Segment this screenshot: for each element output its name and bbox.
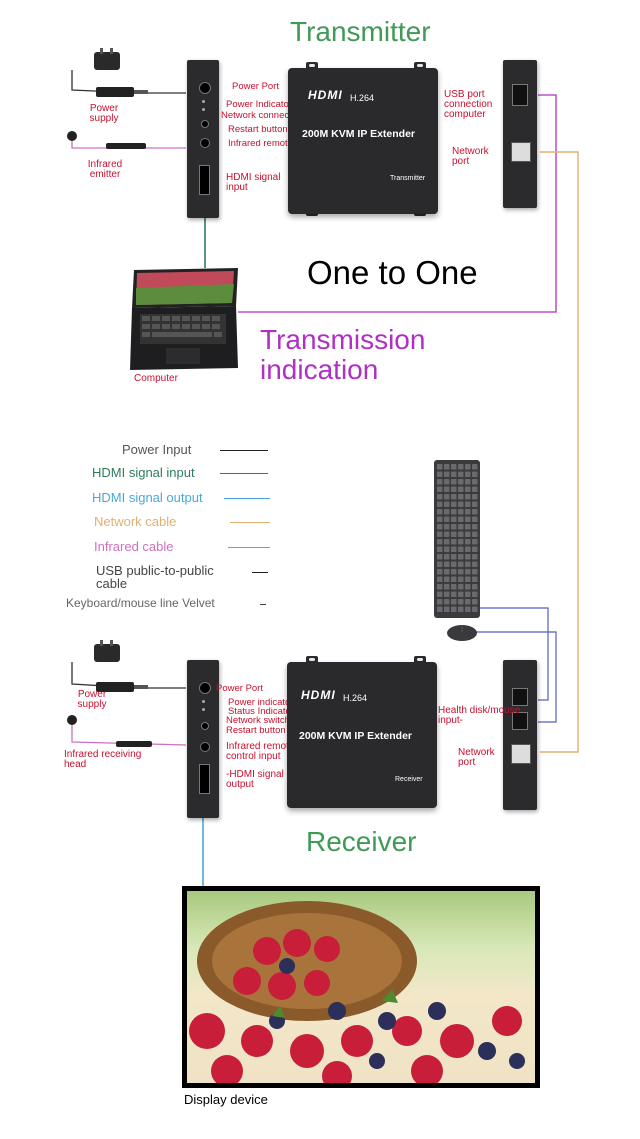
- tx-usb-port: [512, 84, 528, 106]
- network-cable: [540, 151, 579, 753]
- rx-power-port-label: Power Port: [216, 683, 263, 694]
- rx-power-adapter-icon: [92, 640, 124, 664]
- mouse-cable: [476, 631, 557, 723]
- rx-role-label: Receiver: [395, 776, 423, 783]
- tx-power-supply-label: Power supply: [89, 103, 119, 124]
- legend-line-usb: [252, 572, 268, 573]
- mouse-icon: [446, 624, 480, 642]
- legend-line-infrared: [228, 547, 270, 548]
- tx-role-label: Transmitter: [390, 175, 426, 182]
- tx-hdmi-logo: HDMI: [308, 88, 343, 102]
- display-screen-image: [187, 891, 535, 1083]
- rx-restart-label: Restart button: [226, 725, 286, 736]
- tx-restart-label: Restart button: [228, 124, 288, 135]
- tx-power-indicator-label: Power Indicator Light: [226, 99, 316, 110]
- legend-line-hdmi-input: [220, 473, 268, 474]
- transmitter-title: Transmitter: [290, 16, 431, 47]
- rx-status-indicator-label: Status Indicator: [228, 706, 295, 717]
- legend-label-infrared: Infrared cable: [94, 539, 174, 554]
- rx-usb-port-2: [512, 712, 528, 730]
- legend-label-hdmi-input: HDMI signal input: [92, 465, 195, 480]
- rx-hdmi-output-label: -HDMI signal output: [226, 769, 284, 790]
- tx-hdmi-input-label: HDMI signal input: [226, 172, 281, 193]
- display-device: [182, 886, 540, 1088]
- receiver-title: Receiver: [306, 826, 417, 857]
- tx-power-adapter-icon: [92, 48, 124, 72]
- legend-line-network: [230, 522, 270, 523]
- rx-power-supply-label: Power supply: [77, 689, 107, 710]
- legend-line-hdmi-output: [224, 498, 270, 499]
- legend-line-power: [220, 450, 268, 451]
- rx-codec: H.264: [343, 693, 368, 703]
- laptop-icon: [128, 266, 240, 372]
- tx-hdmi-port: [199, 165, 210, 195]
- tx-power-port-label: Power Port: [232, 81, 279, 92]
- legend-label-keyboard: Keyboard/mouse line Velvet: [66, 596, 215, 610]
- rx-network-port: [511, 744, 531, 764]
- tx-restart-button[interactable]: [201, 120, 209, 128]
- rx-network-switch-label: Network switch indicator: [226, 715, 329, 726]
- tx-infrared-emitter-icon: [66, 130, 156, 150]
- tx-left-panel: [187, 60, 219, 218]
- rx-power-indicator-label: Power indicator light: [228, 697, 314, 708]
- legend-label-usb: USB public-to-public cable: [96, 563, 214, 591]
- transmission-indication-title: Transmission indication: [260, 324, 426, 385]
- tx-infrared-port-label: Infrared remote control port: [228, 138, 344, 149]
- rx-infrared-head-icon: [66, 714, 156, 748]
- rx-usb-input-label: Health disk/mouse input-: [438, 705, 521, 726]
- rx-ir-port: [200, 742, 210, 752]
- tx-power-port: [199, 82, 211, 94]
- legend-label-network: Network cable: [94, 514, 177, 529]
- tx-power-plug-icon: [96, 85, 148, 99]
- legend: Power Input HDMI signal input HDMI signa…: [60, 440, 280, 615]
- tx-infrared-cable: [71, 138, 186, 149]
- keyboard-icon: [434, 460, 480, 618]
- legend-line-keyboard: [260, 604, 266, 605]
- tx-usb-cable: [238, 94, 557, 313]
- tx-usb-port-label: USB port connection computer: [444, 89, 493, 120]
- rx-network-port-label: Network port: [458, 747, 495, 768]
- rx-infrared-head-label: Infrared receiving head: [64, 749, 142, 770]
- tx-ir-port: [200, 138, 210, 148]
- rx-right-panel: [503, 660, 537, 810]
- rx-power-port: [199, 682, 211, 694]
- rx-left-panel: [187, 660, 219, 818]
- rx-restart-button[interactable]: [201, 722, 209, 730]
- legend-label-power: Power Input: [122, 442, 192, 457]
- legend-label-hdmi-output: HDMI signal output: [92, 490, 203, 505]
- rx-product-name: 200M KVM IP Extender: [299, 730, 413, 742]
- tx-infrared-emitter-label: Infrared emitter: [87, 159, 123, 180]
- tx-product-name: 200M KVM IP Extender: [302, 128, 416, 140]
- receiver-device: HDMI H.264 200M KVM IP Extender Receiver: [287, 662, 437, 808]
- computer-label: Computer: [134, 373, 178, 384]
- tx-codec: H.264: [350, 93, 375, 103]
- rx-hdmi-logo: HDMI: [301, 688, 336, 702]
- tx-right-panel: [503, 60, 537, 208]
- rx-infrared-port-label: Infrared remote control input: [226, 741, 295, 762]
- display-device-label: Display device: [184, 1092, 268, 1107]
- rx-usb-port-1: [512, 688, 528, 706]
- rx-hdmi-port: [199, 764, 210, 794]
- transmitter-device: HDMI H.264 200M KVM IP Extender Transmit…: [288, 68, 438, 214]
- tx-network-port: [511, 142, 531, 162]
- rx-power-plug-icon: [96, 680, 148, 694]
- tx-network-port-label: Network port: [452, 146, 489, 167]
- one-to-one-title: One to One: [307, 254, 478, 291]
